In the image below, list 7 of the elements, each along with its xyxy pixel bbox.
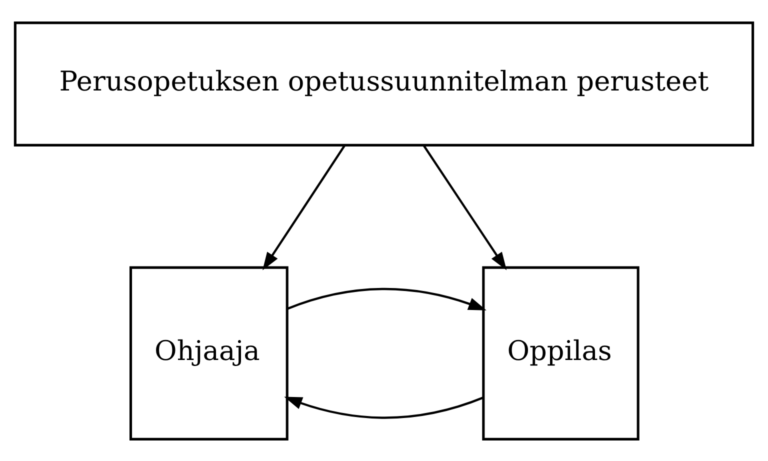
node-box: Oppilas xyxy=(482,266,640,440)
arrow xyxy=(286,287,486,310)
node-box: Perusopetuksen opetussuunnitelman perusteet xyxy=(14,21,754,146)
arrow xyxy=(262,144,346,270)
node-box: Ohjaaja xyxy=(129,266,288,440)
arrow xyxy=(422,144,507,270)
arrow xyxy=(284,396,484,418)
